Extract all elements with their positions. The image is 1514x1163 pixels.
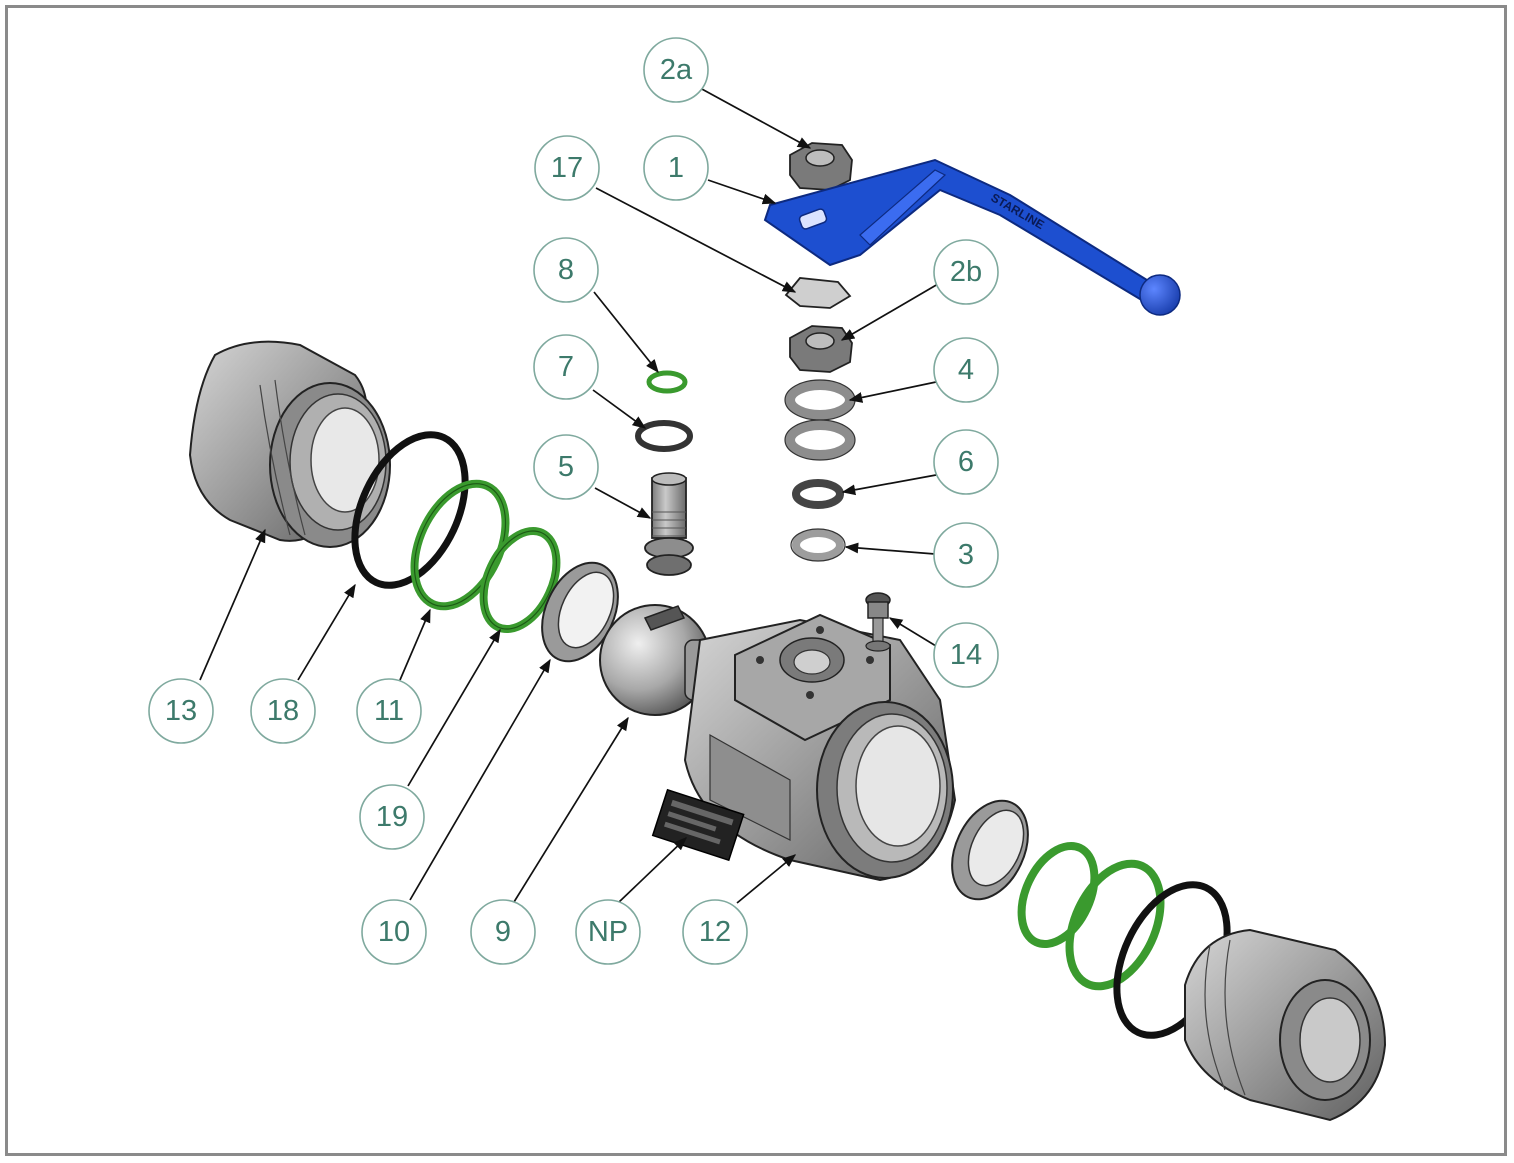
balloon-6-label: 6	[958, 446, 974, 478]
balloon-11-label: 11	[374, 695, 404, 727]
balloon-6: 6	[933, 429, 999, 495]
balloon-5-label: 5	[558, 451, 574, 483]
balloon-11: 11	[356, 678, 422, 744]
balloon-7: 7	[533, 334, 599, 400]
balloon-14-label: 14	[950, 639, 982, 671]
leader-18	[297, 583, 356, 681]
balloon-10: 10	[361, 899, 427, 965]
seat-ring-right	[951, 799, 1029, 901]
balloon-18: 18	[250, 678, 316, 744]
balloon-np-label: NP	[588, 916, 628, 948]
balloon-19-label: 19	[376, 801, 408, 833]
stem	[644, 472, 694, 576]
valve-body	[683, 613, 957, 882]
balloon-2b-label: 2b	[950, 256, 982, 288]
stem-o-ring	[646, 370, 688, 394]
balloon-3-label: 3	[958, 539, 974, 571]
balloon-8-label: 8	[558, 254, 574, 286]
balloon-7-label: 7	[558, 351, 574, 383]
balloon-9-label: 9	[495, 916, 511, 948]
nut-2a	[789, 142, 853, 191]
leader-6	[841, 474, 937, 496]
balloon-13: 13	[148, 678, 214, 744]
balloon-3: 3	[933, 522, 999, 588]
leader-4	[848, 381, 937, 403]
balloon-1: 1	[643, 135, 709, 201]
leader-13	[199, 528, 266, 681]
balloon-19: 19	[359, 784, 425, 850]
balloon-2a: 2a	[643, 37, 709, 103]
leader-7	[592, 389, 647, 429]
parts-layer: STARLINE	[188, 142, 1387, 1122]
leader-14	[888, 617, 937, 647]
leader-3	[844, 542, 936, 555]
balloon-12-label: 12	[699, 916, 731, 948]
packing-6	[792, 479, 844, 509]
stem-washer	[635, 420, 693, 452]
green-o-ring-right-1	[1017, 841, 1099, 949]
nut-2b	[789, 325, 853, 373]
balloon-4: 4	[933, 337, 999, 403]
leader-2a	[699, 87, 812, 149]
screw	[865, 592, 891, 652]
balloon-2a-label: 2a	[660, 54, 693, 86]
balloon-5: 5	[533, 434, 599, 500]
black-o-ring-left	[351, 431, 469, 589]
balloon-2b: 2b	[933, 239, 999, 305]
seat-ring-left	[541, 561, 619, 663]
balloon-np: NP	[575, 899, 641, 965]
leader-8	[593, 291, 659, 374]
balloon-9: 9	[470, 899, 536, 965]
leader-np	[617, 837, 687, 904]
balloon-8: 8	[533, 237, 599, 303]
leader-19	[407, 628, 501, 787]
balloon-17-label: 17	[551, 152, 583, 184]
leader-17	[595, 187, 797, 293]
leader-10	[409, 658, 551, 901]
leader-lines	[199, 87, 939, 904]
balloon-4-label: 4	[958, 354, 974, 386]
balloon-17: 17	[534, 135, 600, 201]
end-cap-right	[1184, 928, 1387, 1122]
thrust-washer-3	[792, 529, 844, 561]
balloon-10-label: 10	[378, 916, 410, 948]
handle: STARLINE	[763, 158, 1181, 316]
washer-4a	[785, 380, 855, 420]
balloons: 2a 1 17 8 7 5 2b 4 6 3 14 13 18 11 19 10…	[148, 37, 999, 965]
leader-12	[736, 854, 797, 904]
balloon-1-label: 1	[668, 152, 684, 184]
green-o-ring-right-2	[1065, 859, 1165, 991]
leader-9	[513, 716, 629, 903]
balloon-18-label: 18	[267, 695, 299, 727]
balloon-14: 14	[933, 622, 999, 688]
leader-2b	[840, 283, 939, 341]
leader-5	[594, 487, 652, 519]
balloon-13-label: 13	[165, 695, 197, 727]
washer-4b	[785, 420, 855, 460]
lock-tab	[784, 277, 852, 309]
leader-11	[399, 608, 431, 681]
balloon-12: 12	[682, 899, 748, 965]
leader-1	[707, 179, 777, 205]
